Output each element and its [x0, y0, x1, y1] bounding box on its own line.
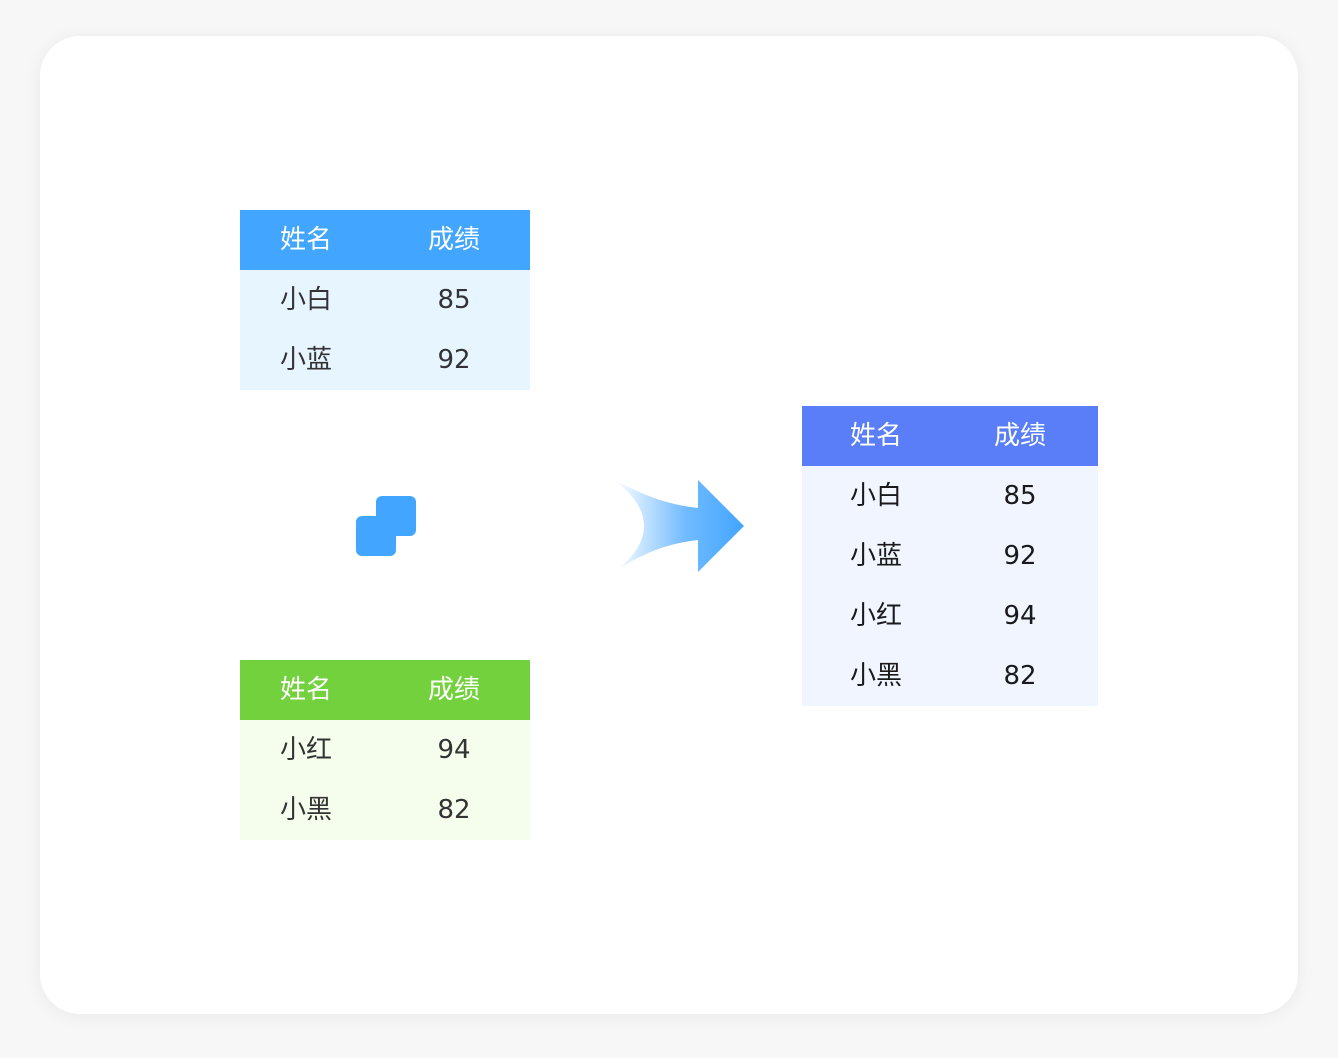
table-header-row: 姓名 成绩 — [240, 660, 530, 720]
table-row: 小蓝 92 — [240, 330, 530, 390]
table-row: 小黑 82 — [240, 780, 530, 840]
cell-name: 小蓝 — [850, 541, 903, 571]
source-table-green: 姓名 成绩 小红 94 小黑 82 — [240, 660, 530, 840]
cell-name: 小红 — [850, 601, 903, 631]
table-body: 小红 94 小黑 82 — [240, 720, 530, 840]
cell-score: 94 — [437, 735, 471, 765]
cell-score: 82 — [437, 795, 471, 825]
cell-score: 85 — [1003, 481, 1037, 511]
header-name: 姓名 — [280, 225, 333, 255]
header-name: 姓名 — [850, 421, 903, 451]
cell-name: 小黑 — [280, 795, 333, 825]
table-header-row: 姓名 成绩 — [240, 210, 530, 270]
cell-name: 小白 — [280, 285, 333, 315]
table-row: 小白 85 — [802, 466, 1098, 526]
cell-name: 小红 — [280, 735, 333, 765]
cell-name: 小白 — [850, 481, 903, 511]
cell-name: 小蓝 — [280, 345, 333, 375]
cell-score: 92 — [437, 345, 471, 375]
merged-table: 姓名 成绩 小白 85 小蓝 92 小红 94 小黑 82 — [802, 406, 1098, 706]
merge-icon — [356, 496, 416, 556]
source-table-blue: 姓名 成绩 小白 85 小蓝 92 — [240, 210, 530, 390]
header-score: 成绩 — [427, 675, 480, 705]
cell-score: 82 — [1003, 661, 1037, 691]
table-body: 小白 85 小蓝 92 — [240, 270, 530, 390]
cell-score: 92 — [1003, 541, 1037, 571]
table-row: 小黑 82 — [802, 646, 1098, 706]
table-row: 小蓝 92 — [802, 526, 1098, 586]
header-score: 成绩 — [427, 225, 480, 255]
table-row: 小白 85 — [240, 270, 530, 330]
cell-score: 85 — [437, 285, 471, 315]
table-row: 小红 94 — [240, 720, 530, 780]
header-name: 姓名 — [280, 675, 333, 705]
table-row: 小红 94 — [802, 586, 1098, 646]
table-body: 小白 85 小蓝 92 小红 94 小黑 82 — [802, 466, 1098, 706]
cell-score: 94 — [1003, 601, 1037, 631]
cell-name: 小黑 — [850, 661, 903, 691]
table-header-row: 姓名 成绩 — [802, 406, 1098, 466]
header-score: 成绩 — [993, 421, 1046, 451]
arrow-right-icon — [614, 480, 744, 572]
